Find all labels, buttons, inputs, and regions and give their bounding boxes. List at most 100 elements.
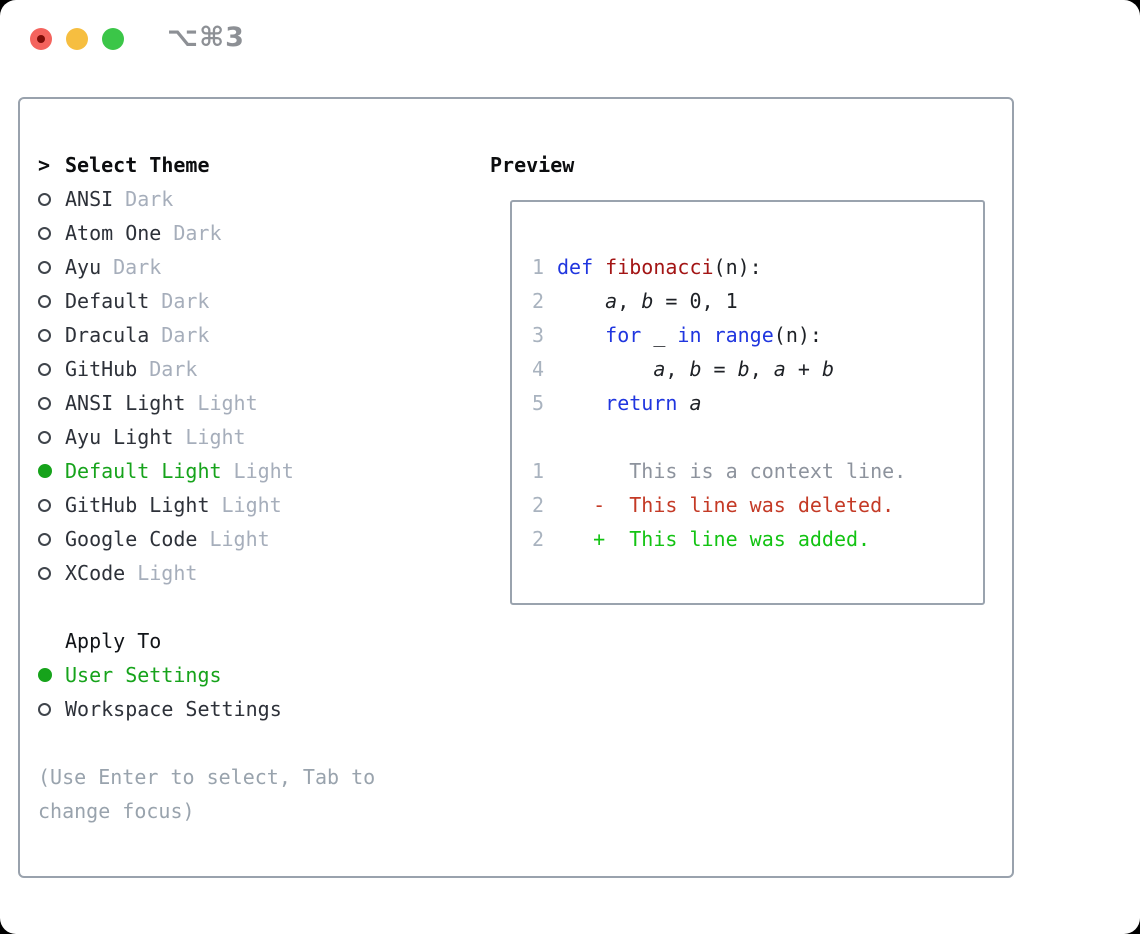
line-number: 1: [531, 255, 544, 279]
gutter: [38, 498, 65, 512]
radio-selected-icon: [38, 464, 52, 478]
apply-option-label: User Settings: [65, 663, 222, 687]
code-token-del: - This line was deleted.: [557, 493, 895, 517]
gutter: [38, 464, 65, 478]
code-line: 2 a, b = 0, 1: [531, 284, 983, 318]
gutter: [38, 702, 65, 716]
theme-item-ansi-light[interactable]: ANSI Light Light: [38, 386, 478, 420]
code-token-var: a: [773, 357, 786, 381]
code-token-var: b: [737, 357, 750, 381]
theme-tag: Light: [233, 459, 294, 483]
prompt-caret: >: [38, 153, 51, 177]
gutter: [38, 226, 65, 240]
theme-name: XCode: [65, 561, 126, 585]
radio-icon: [38, 294, 51, 308]
theme-name: Ayu Light: [65, 425, 174, 449]
code-line: 1 This is a context line.: [531, 454, 983, 488]
code-line: 4 a, b = b, a + b: [531, 352, 983, 386]
apply-option-label: Workspace Settings: [65, 697, 282, 721]
zoom-button[interactable]: [102, 28, 124, 50]
code-token-plain: ,: [749, 357, 774, 381]
theme-name: Dracula: [65, 323, 150, 347]
code-token-plain: =: [701, 357, 738, 381]
line-number: 5: [531, 391, 544, 415]
code-token-plain: [677, 386, 689, 420]
code-token-var: a: [605, 289, 618, 313]
code-token-plain: [557, 386, 605, 420]
theme-name: Ayu: [65, 255, 102, 279]
gutter: [38, 566, 65, 580]
code-token-kw: in: [677, 323, 702, 347]
code-token-add: + This line was added.: [557, 527, 871, 551]
theme-tag: Light: [221, 493, 282, 517]
window-title-shortcut: ⌥⌘3: [167, 22, 245, 53]
line-number: 4: [531, 357, 544, 381]
theme-item-ayu-light[interactable]: Ayu Light Light: [38, 420, 478, 454]
select-theme-header: > Select Theme: [38, 148, 478, 182]
code-token-plain: _: [641, 323, 678, 347]
theme-tag: Light: [137, 561, 198, 585]
theme-tag: Dark: [161, 289, 210, 313]
minimize-button[interactable]: [66, 28, 88, 50]
preview-title: Preview: [490, 153, 575, 177]
theme-item-ayu[interactable]: Ayu Dark: [38, 250, 478, 284]
radio-icon: [38, 498, 51, 512]
code-token-kw: def: [557, 255, 594, 279]
code-token-plain: [557, 318, 605, 352]
radio-icon: [38, 430, 51, 444]
line-number: 2: [531, 289, 544, 313]
gutter: [38, 294, 65, 308]
code-line: 5 return a: [531, 386, 983, 420]
code-token-plain: (n):: [713, 255, 762, 279]
select-theme-title: Select Theme: [65, 153, 210, 177]
radio-icon: [38, 260, 51, 274]
theme-name: Google Code: [65, 527, 198, 551]
code-token-kw: for: [605, 323, 642, 347]
traffic-lights: [30, 28, 124, 50]
code-token-plain: ,: [617, 289, 642, 313]
apply-to-title: Apply To: [65, 629, 162, 653]
theme-tag: Dark: [149, 357, 198, 381]
line-number: 1: [531, 459, 544, 483]
code-token-var: b: [821, 357, 834, 381]
theme-item-xcode[interactable]: XCode Light: [38, 556, 478, 590]
apply-option-workspace-settings[interactable]: Workspace Settings: [38, 692, 478, 726]
radio-icon: [38, 328, 51, 342]
code-token-var: b: [641, 289, 654, 313]
radio-icon: [38, 566, 51, 580]
theme-item-dracula[interactable]: Dracula Dark: [38, 318, 478, 352]
theme-tag: Dark: [161, 323, 210, 347]
gutter: [38, 668, 65, 682]
line-number: 2: [531, 493, 544, 517]
theme-name: ANSI Light: [65, 391, 186, 415]
code-token-plain: [557, 284, 605, 318]
code-token-plain: +: [785, 357, 822, 381]
apply-to-header: Apply To: [38, 624, 478, 658]
radio-icon: [38, 362, 51, 376]
code-token-plain: [702, 318, 714, 352]
theme-tag: Light: [185, 425, 246, 449]
title-bar: ⌥⌘3: [0, 0, 1140, 78]
code-token-kw: range: [713, 323, 774, 347]
theme-name: ANSI: [65, 187, 114, 211]
radio-icon: [38, 192, 51, 206]
gutter: >: [38, 148, 65, 182]
gutter: [38, 430, 65, 444]
radio-selected-icon: [38, 668, 52, 682]
hint-line-1: (Use Enter to select, Tab to: [38, 765, 376, 789]
close-button[interactable]: [30, 28, 52, 50]
apply-option-user-settings[interactable]: User Settings: [38, 658, 478, 692]
theme-tag: Dark: [113, 255, 162, 279]
theme-tag: Light: [197, 391, 258, 415]
